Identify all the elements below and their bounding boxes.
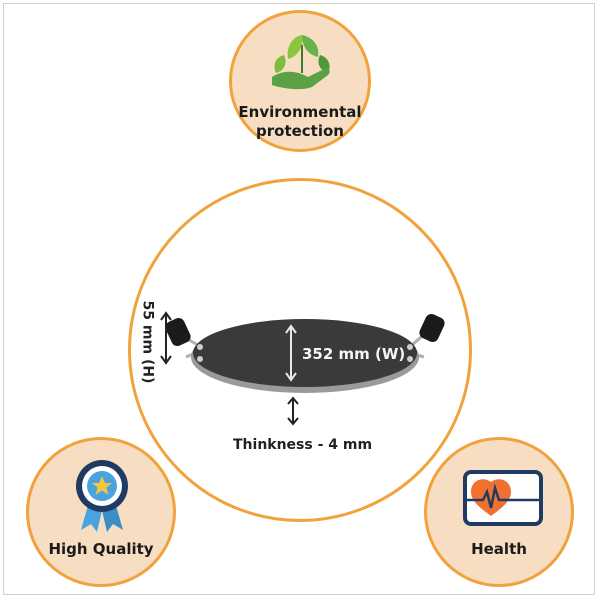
health-badge: Health: [424, 437, 574, 587]
tawa-pan-illustration: [165, 313, 445, 393]
height-dimension-arrow: [160, 311, 172, 365]
height-label: 55 mm (H): [139, 300, 156, 384]
width-label: 352 mm (W): [302, 345, 406, 363]
high-quality-label: High Quality: [48, 540, 154, 558]
award-ribbon-icon: [76, 460, 128, 532]
heart-pulse-icon: [463, 470, 543, 526]
width-dimension-arrow: [285, 324, 297, 382]
thickness-label: Thinkness - 4 mm: [233, 437, 373, 453]
health-label: Health: [471, 540, 527, 558]
environment-label-line2: protection: [256, 121, 344, 140]
high-quality-badge: High Quality: [26, 437, 176, 587]
environment-label: Environmental protection: [232, 103, 368, 141]
leaf-hand-icon: [272, 35, 330, 90]
thickness-dimension-arrow: [287, 396, 299, 426]
image-frame: [3, 3, 595, 595]
environment-label-line1: Environmental: [238, 103, 362, 121]
environment-badge: Environmental protection: [229, 10, 371, 152]
